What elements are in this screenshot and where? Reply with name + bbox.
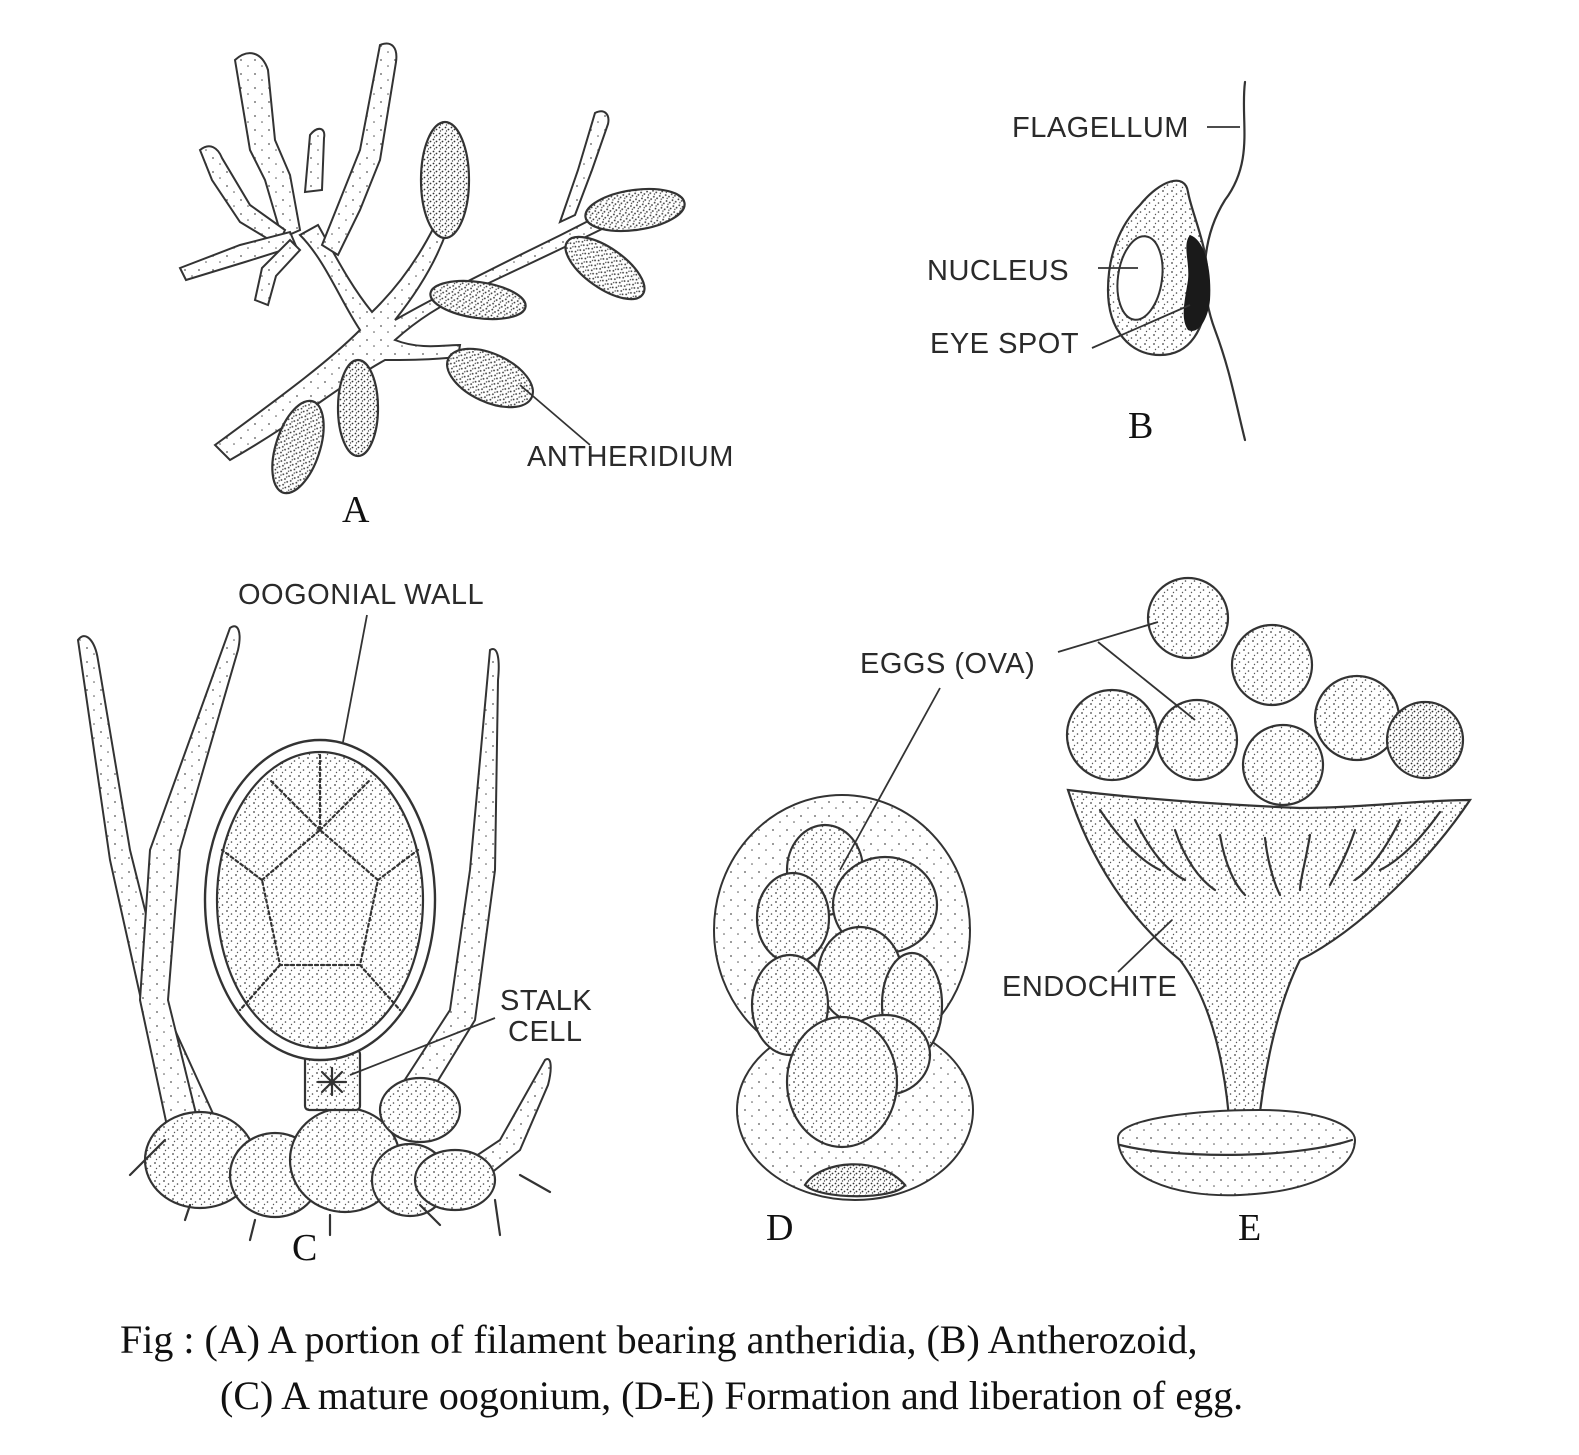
- panel-d: D: [713, 687, 974, 1249]
- cup-ridges: [1098, 808, 1442, 897]
- caption-line-2: (C) A mature oogonium, (D-E) Formation a…: [220, 1373, 1244, 1418]
- antheridium-2: [584, 187, 686, 233]
- label-endochite: ENDOCHITE: [1002, 971, 1177, 1003]
- figure-caption: Fig : (A) A portion of filament bearing …: [120, 1312, 1520, 1424]
- endochite-cup: [1066, 788, 1473, 1132]
- caption-line-1: Fig : (A) A portion of filament bearing …: [120, 1317, 1198, 1362]
- cup-base-disc: [1116, 1108, 1357, 1197]
- antheridium-4: [429, 279, 527, 321]
- eye-spot-leader: [1091, 304, 1191, 349]
- egg: [1230, 623, 1314, 707]
- oogonium-base: [803, 1163, 907, 1198]
- stalk-cell-leader: [349, 1017, 496, 1076]
- egg: [1065, 688, 1159, 782]
- oogonium-divisions: [220, 753, 420, 1012]
- eye-spot-shape: [1183, 235, 1211, 331]
- antheridia: [271, 120, 686, 495]
- panel-letter-c: C: [292, 1227, 317, 1269]
- eggs-leader-d: [839, 687, 941, 871]
- panel-letter-d: D: [766, 1207, 793, 1249]
- antheridium-leader: [519, 384, 591, 446]
- oogonium-inner: [215, 750, 425, 1050]
- label-antheridium: ANTHERIDIUM: [527, 441, 734, 473]
- panel-letter-b: B: [1128, 405, 1153, 447]
- label-eye-spot: EYE SPOT: [930, 328, 1079, 360]
- antheridium-7: [271, 399, 325, 495]
- label-cell: CELL: [508, 1016, 583, 1048]
- egg: [1146, 576, 1230, 660]
- label-nucleus: NUCLEUS: [927, 255, 1069, 287]
- panel-a: ANTHERIDIUM A: [178, 42, 734, 531]
- antheridium-5: [445, 347, 535, 409]
- label-flagellum: FLAGELLUM: [1012, 112, 1189, 144]
- filament-branches: [178, 42, 610, 462]
- stalk-star: [316, 1066, 348, 1097]
- egg: [1241, 723, 1325, 807]
- eggs-leader-e2: [1097, 641, 1196, 721]
- nucleus-shape: [1116, 235, 1164, 321]
- panel-b: FLAGELLUM NUCLEUS EYE SPOT B: [927, 80, 1247, 447]
- flagellum-line: [1203, 80, 1247, 442]
- cup-base-rim: [1118, 1138, 1354, 1156]
- antheridium-6: [336, 358, 380, 458]
- egg: [1155, 698, 1239, 782]
- antheridium-3: [564, 235, 646, 301]
- antheridium-1: [419, 120, 471, 240]
- egg: [1385, 700, 1465, 780]
- support-spikes: [128, 1138, 552, 1242]
- egg: [1313, 674, 1401, 762]
- label-oogonial-wall: OOGONIAL WALL: [238, 579, 484, 611]
- panel-e: EGGS (OVA) ENDOCHITE E: [860, 576, 1473, 1249]
- label-eggs: EGGS (OVA): [860, 648, 1035, 680]
- liberated-eggs: [1065, 576, 1465, 807]
- panel-c: OOGONIAL WALL STALK CELL C: [76, 579, 592, 1269]
- eggs-leader-e1: [1057, 621, 1159, 653]
- panel-letter-a: A: [342, 489, 370, 531]
- label-stalk: STALK: [500, 985, 592, 1017]
- oogonial-wall-leader: [342, 614, 368, 743]
- developing-eggs: [750, 823, 944, 1149]
- endochite-leader: [1117, 919, 1173, 973]
- panel-letter-e: E: [1238, 1207, 1261, 1249]
